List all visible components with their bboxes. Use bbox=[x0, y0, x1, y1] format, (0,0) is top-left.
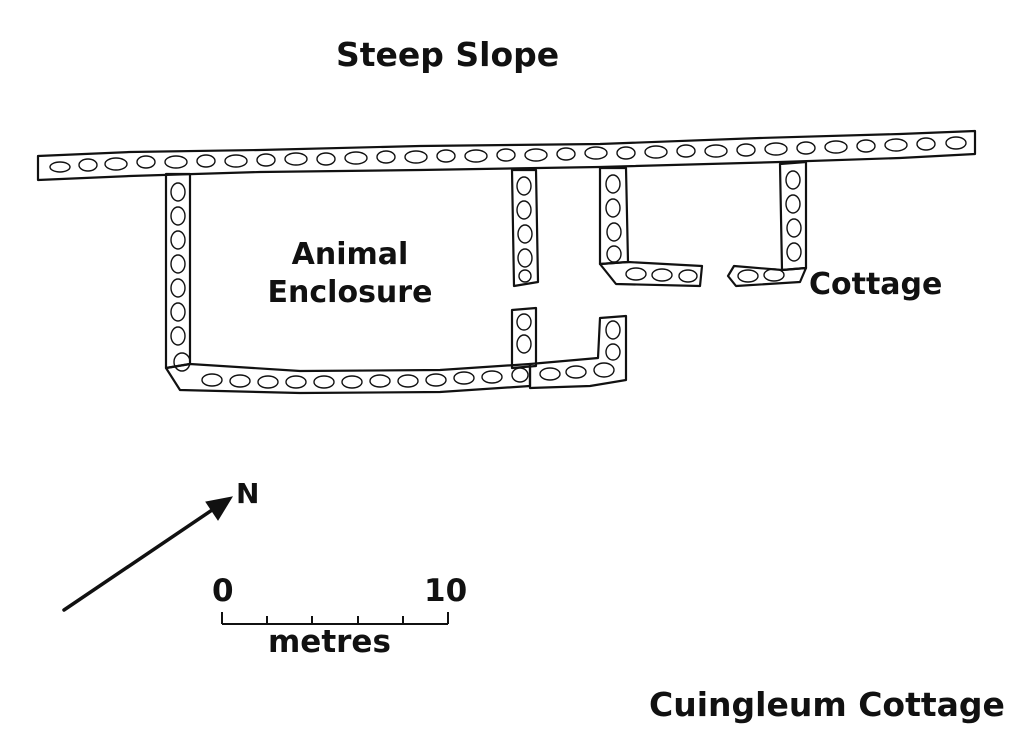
scale-max-label: 10 bbox=[424, 573, 468, 609]
cottage-east-wall-outline bbox=[778, 160, 808, 272]
annex-wall-stones bbox=[539, 320, 621, 381]
annex-wall-outline bbox=[528, 314, 628, 390]
cottage-south-wall-east-outline bbox=[726, 264, 808, 288]
animal-enclosure-label: Animal Enclosure bbox=[267, 237, 433, 310]
enclosure-east-wall-south-outline bbox=[510, 306, 538, 370]
cottage-south-wall-west-outline bbox=[598, 260, 704, 288]
scale-min-label: 0 bbox=[212, 573, 234, 609]
north-label: N bbox=[236, 477, 260, 510]
field-wall-outline bbox=[36, 129, 977, 182]
steep-slope-label: Steep Slope bbox=[336, 35, 560, 74]
scale-bar bbox=[221, 612, 449, 625]
cottage-label: Cottage bbox=[809, 267, 943, 302]
north-arrow bbox=[62, 496, 234, 612]
cottage-west-wall-outline bbox=[598, 166, 630, 266]
cottage-wall-stones bbox=[605, 170, 802, 283]
enclosure-east-wall-north-outline bbox=[510, 168, 540, 288]
plan-title: Cuingleum Cottage bbox=[649, 685, 1005, 724]
enclosure-south-wall-outline bbox=[164, 362, 532, 395]
field-wall-stones bbox=[49, 136, 967, 173]
scale-unit-label: metres bbox=[268, 624, 391, 660]
enclosure-west-wall-outline bbox=[164, 172, 192, 370]
enclosure-wall-stones bbox=[170, 176, 533, 389]
